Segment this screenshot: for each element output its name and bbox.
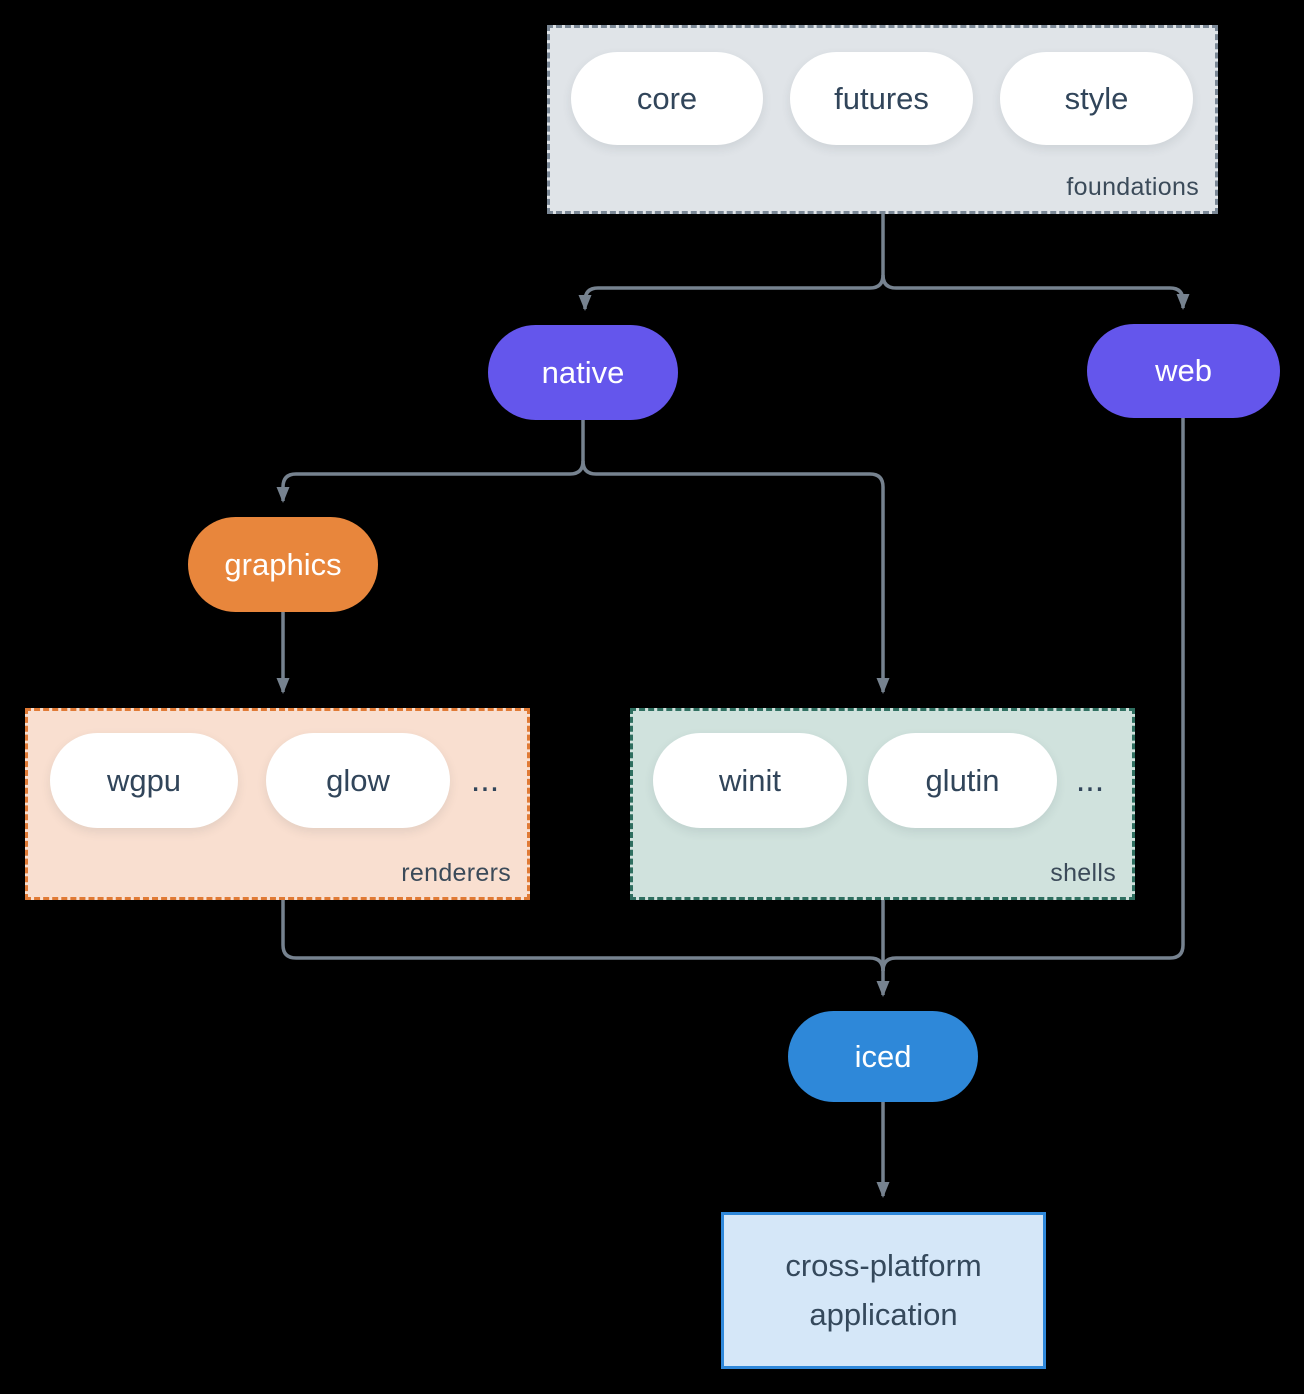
cross-platform-application-box: cross-platform application: [721, 1212, 1046, 1369]
node-iced: iced: [788, 1011, 978, 1102]
shells-group-label: shells: [1050, 859, 1116, 887]
node-winit: winit: [653, 733, 847, 828]
node-native: native: [488, 325, 678, 420]
node-futures: futures: [790, 52, 973, 145]
node-web-label: web: [1155, 353, 1212, 388]
node-core-label: core: [636, 80, 698, 116]
node-glow-label: glow: [326, 762, 390, 798]
node-style: style: [1000, 52, 1193, 145]
connector-foundations-to-web: [881, 274, 1190, 310]
node-glutin: glutin: [868, 733, 1057, 828]
node-glow: glow: [266, 733, 450, 828]
node-wgpu-label: wgpu: [106, 762, 182, 798]
node-graphics-label: graphics: [224, 546, 342, 582]
node-glutin-label: glutin: [925, 762, 1000, 798]
node-graphics: graphics: [188, 517, 378, 612]
node-wgpu: wgpu: [50, 733, 238, 828]
node-native-label: native: [541, 354, 625, 390]
connector-native-to-graphics: [276, 460, 585, 503]
node-style-label: style: [1064, 80, 1129, 116]
node-winit-label: winit: [718, 762, 781, 798]
node-iced-label: iced: [854, 1038, 912, 1074]
shells-ellipsis: ...: [1075, 761, 1105, 799]
node-web: web: [1087, 324, 1280, 418]
connector-native-to-shells: [581, 460, 890, 694]
connector-foundations-to-native: [578, 274, 885, 311]
cross-platform-application-label: cross-platform application: [785, 1248, 982, 1332]
connector-renderers-merge: [281, 900, 885, 972]
foundations-group-label: foundations: [1066, 173, 1199, 201]
node-futures-label: futures: [834, 80, 929, 116]
node-core: core: [571, 52, 763, 145]
renderers-ellipsis: ...: [470, 761, 500, 799]
renderers-group-label: renderers: [401, 859, 511, 887]
